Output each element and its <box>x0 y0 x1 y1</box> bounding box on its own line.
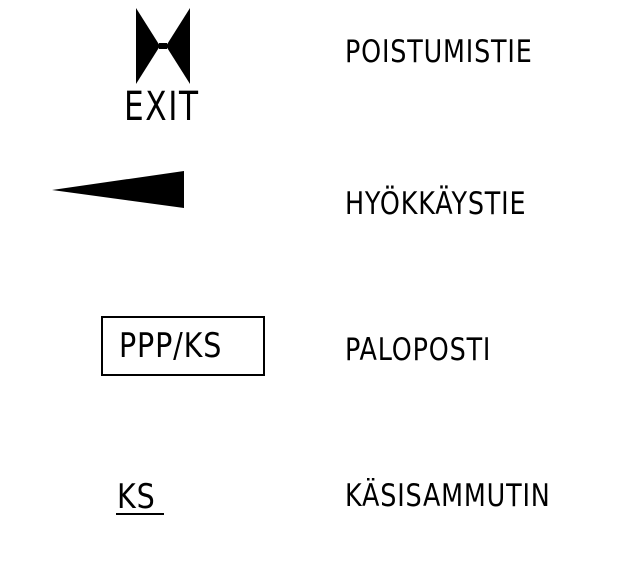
underlined-label-icon <box>116 513 164 515</box>
label-poistumistie: POISTUMISTIE <box>345 34 533 70</box>
bowtie-exit-icon <box>136 8 190 84</box>
boxed-label-icon: PPP/KS <box>101 316 265 376</box>
label-paloposti: PALOPOSTI <box>345 332 492 368</box>
hydrant-symbol-text: PPP/KS <box>119 326 223 366</box>
label-kasisammutin: KÄSISAMMUTIN <box>345 478 551 514</box>
extinguisher-symbol-text: KS <box>117 477 156 517</box>
wedge-arrow-icon <box>52 171 184 208</box>
exit-symbol-text: EXIT <box>124 84 200 130</box>
label-hyokkaystie: HYÖKKÄYSTIE <box>345 186 527 222</box>
